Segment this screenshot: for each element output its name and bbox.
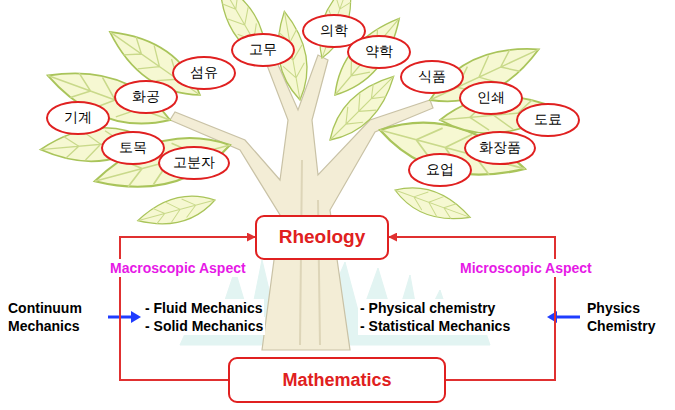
title-text: Mathematics [282, 370, 391, 391]
field-ellipse: 기계 [46, 101, 110, 135]
field-name: 화공 [132, 88, 160, 106]
discipline-label: Physics Chemistry [585, 299, 669, 335]
field-name: 고분자 [173, 154, 215, 172]
field-ellipse: 도료 [516, 103, 580, 137]
field-name: 도료 [534, 111, 562, 129]
field-name: 요업 [426, 161, 454, 179]
field-name: 토목 [119, 139, 147, 157]
field-ellipse: 고분자 [158, 146, 230, 180]
field-name: 의학 [320, 22, 348, 40]
aspect-heading: Microscopic Aspect [458, 259, 594, 277]
field-name: 고무 [249, 41, 277, 59]
title-box: Rheology [255, 215, 389, 260]
field-name: 인쇄 [477, 89, 505, 107]
field-name: 화장품 [479, 139, 521, 157]
title-text: Rheology [279, 226, 366, 248]
field-ellipse: 약학 [347, 35, 411, 69]
field-ellipse: 섬유 [172, 56, 236, 90]
field-ellipse: 식품 [400, 60, 464, 94]
field-ellipse: 화공 [114, 80, 178, 114]
discipline-label: - Physical chemistry [358, 299, 497, 317]
discipline-label: Continuum Mechanics [6, 299, 105, 335]
field-ellipse: 고무 [231, 33, 295, 67]
field-name: 식품 [418, 68, 446, 86]
field-ellipse: 요업 [408, 153, 472, 187]
field-name: 섬유 [190, 64, 218, 82]
field-name: 약학 [365, 43, 393, 61]
field-name: 기계 [64, 109, 92, 127]
discipline-label: - Statistical Mechanics [358, 317, 512, 335]
discipline-label: - Fluid Mechanics [143, 299, 264, 317]
aspect-heading: Macroscopic Aspect [108, 259, 248, 277]
field-ellipse: 화장품 [464, 131, 536, 165]
field-ellipse: 인쇄 [459, 81, 523, 115]
discipline-label: - Solid Mechanics [143, 317, 265, 335]
field-ellipse: 토목 [101, 131, 165, 165]
title-box: Mathematics [228, 357, 446, 403]
